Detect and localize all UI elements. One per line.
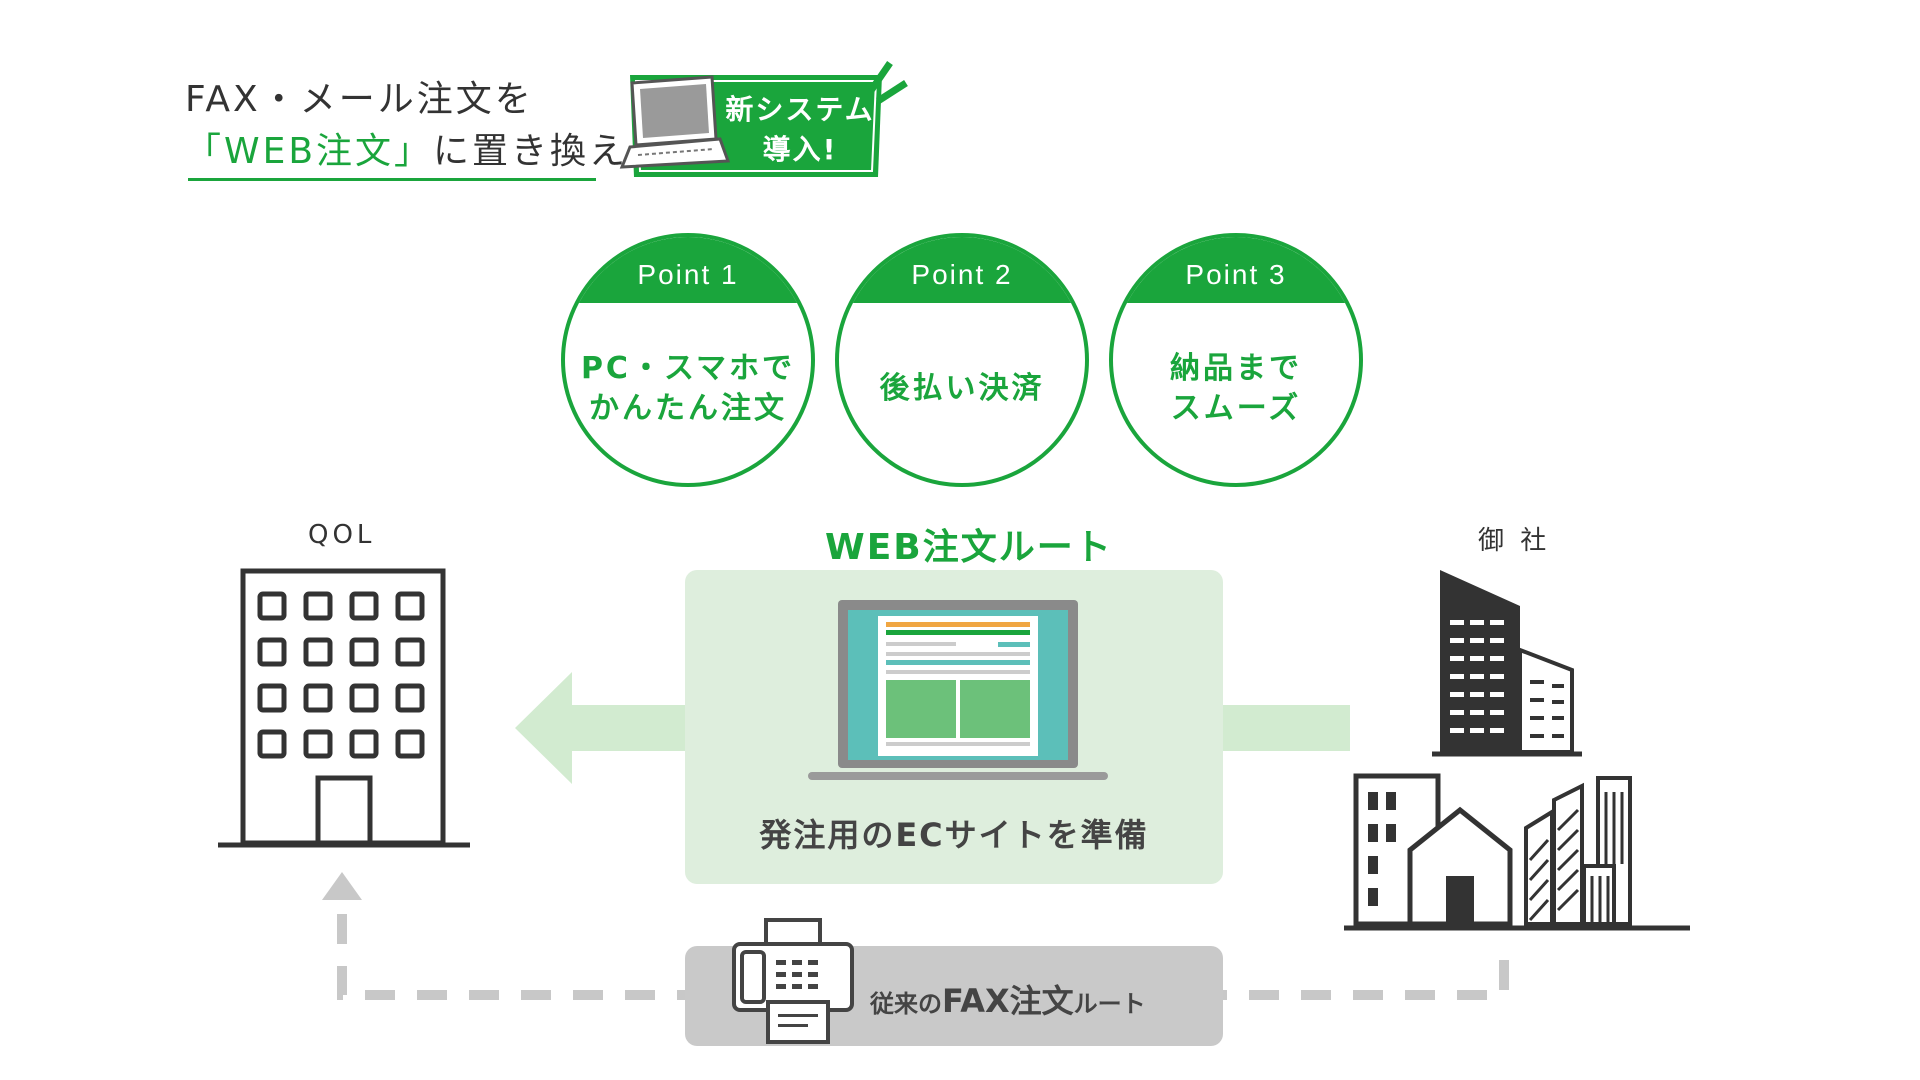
badge-line2: 導入! <box>762 133 838 166</box>
web-route-title: WEB注文ルート <box>825 527 1113 568</box>
ec-site-laptop-icon <box>808 600 1108 780</box>
point-text: PC・スマホで かんたん注文 <box>580 351 796 426</box>
headline-underline <box>188 178 596 181</box>
qol-label: QOL <box>308 520 376 550</box>
point-text: 後払い決済 <box>879 371 1045 406</box>
headline-rest: に置き換え <box>433 131 629 172</box>
point-label: Point 3 <box>1113 237 1359 303</box>
point-text: 納品まで スムーズ <box>1170 351 1302 426</box>
web-route-caption: 発注用のECサイトを準備 <box>759 816 1149 854</box>
point-circle-1: Point 1 PC・スマホで かんたん注文 <box>561 233 815 487</box>
fax-caption-main: FAX注文 <box>942 982 1074 1020</box>
badge-line1: 新システム <box>725 93 875 126</box>
fax-machine-icon <box>732 918 854 1044</box>
fax-caption-suffix: ルート <box>1073 990 1146 1018</box>
laptop-icon <box>619 75 731 169</box>
point-label: Point 1 <box>565 237 811 303</box>
client-buildings-icon <box>1344 570 1690 931</box>
headline-line1: FAX・メール注文を <box>185 79 534 120</box>
headline-line2: 「WEB注文」に置き換え <box>185 122 628 174</box>
client-label: 御 社 <box>1478 526 1551 556</box>
point-circle-3: Point 3 納品まで スムーズ <box>1109 233 1363 487</box>
point-label: Point 2 <box>839 237 1085 303</box>
qol-building-icon <box>218 568 470 848</box>
fax-route-caption: 従来のFAX注文ルート <box>870 976 1146 1022</box>
badge-text: 新システム 導入! <box>715 90 885 170</box>
headline-highlight: 「WEB注文」 <box>185 131 434 172</box>
fax-caption-prefix: 従来の <box>870 990 942 1018</box>
point-circle-2: Point 2 後払い決済 <box>835 233 1089 487</box>
